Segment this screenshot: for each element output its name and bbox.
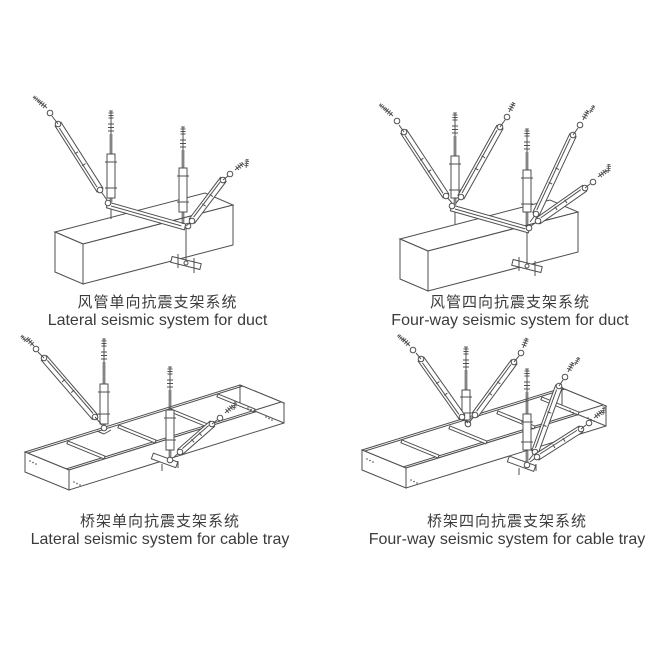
anchor-fitting: [506, 101, 517, 114]
caption-english: Four-way seismic system for cable tray: [368, 531, 646, 548]
caption-duct-lateral: 风管单向抗震支架系统 Lateral seismic system for du…: [0, 294, 315, 330]
duct-body: [398, 199, 580, 292]
duct-lateral-drawing: [32, 94, 250, 285]
brace-strut-right: [185, 158, 250, 227]
hanger-rod-left: [460, 347, 472, 428]
anchor-fitting: [580, 104, 596, 122]
cable-tray-body: [360, 387, 608, 489]
brace-strut-up-left: [396, 333, 469, 424]
tray-perforations: [29, 407, 273, 486]
duct-four-way-drawing: [378, 101, 612, 292]
hanger-rod-left: [96, 339, 112, 435]
caption-chinese: 风管四向抗震支架系统: [429, 294, 590, 311]
hanger-rod-right: [150, 367, 179, 471]
brace-strut-longitudinal-left: [455, 101, 517, 204]
hanger-rod-right: [177, 127, 189, 224]
brace-strut-right: [530, 163, 612, 227]
anchor-fitting: [378, 102, 396, 119]
anchor-fitting-right: [232, 158, 250, 173]
caption-english: Lateral seismic system for cable tray: [30, 531, 290, 548]
brace-strut-left: [32, 94, 108, 201]
hanger-rod-right: [521, 129, 533, 227]
brace-strut-up-left: [378, 102, 453, 204]
caption-chinese: 风管单向抗震支架系统: [77, 294, 238, 311]
anchor-fitting: [19, 334, 37, 349]
caption-cable-tray-four-way: 桥架四向抗震支架系统 Four-way seismic system for c…: [352, 513, 650, 549]
cable-tray-body: [23, 384, 286, 491]
hanger-rod-left: [449, 113, 461, 205]
cable-tray-lateral-drawing: [19, 334, 286, 491]
tray-rungs: [66, 393, 256, 460]
caption-english: Four-way seismic system for duct: [391, 312, 629, 329]
caption-cable-tray-lateral: 桥架单向抗震支架系统 Lateral seismic system for ca…: [0, 513, 320, 549]
tray-perforations: [366, 410, 595, 484]
caption-chinese: 桥架四向抗震支架系统: [426, 513, 587, 530]
brace-strut-right: [173, 401, 238, 458]
anchor-fitting-left: [32, 94, 50, 111]
hanger-rod-right: [506, 369, 537, 475]
brace-strut-up-right-left-junction: [468, 337, 530, 424]
brace-strut-longitudinal-right: [529, 104, 596, 223]
anchor-fitting: [565, 356, 581, 374]
caption-chinese: 桥架单向抗震支架系统: [79, 513, 240, 530]
brace-strut-right: [529, 406, 607, 463]
brace-strut-left: [19, 334, 103, 426]
hanger-rod-left: [105, 111, 117, 202]
cable-tray-four-way-drawing: [360, 333, 608, 489]
caption-duct-four-way: 风管四向抗震支架系统 Four-way seismic system for d…: [360, 294, 650, 330]
caption-english: Lateral seismic system for duct: [47, 312, 268, 329]
anchor-fitting: [520, 337, 530, 350]
anchor-fitting: [595, 163, 612, 180]
anchor-fitting: [396, 333, 413, 349]
brace-strut-steep-right: [528, 356, 581, 461]
